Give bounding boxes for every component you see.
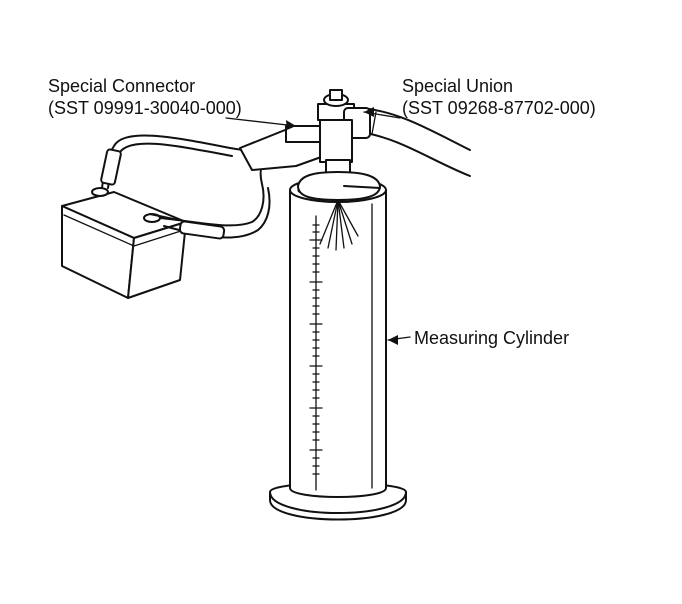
special-union-code: (SST 09268-87702-000)	[402, 98, 596, 118]
measuring-cylinder-label: Measuring Cylinder	[414, 328, 569, 348]
fuel-hose	[359, 107, 471, 177]
special-connector-title: Special Connector	[48, 76, 195, 96]
special-connector-code: (SST 09991-30040-000)	[48, 98, 242, 118]
battery-icon	[61, 187, 187, 299]
leader-lines	[225, 107, 411, 345]
injector-icon	[239, 89, 371, 189]
test-leads	[100, 134, 301, 240]
special-connector	[285, 125, 321, 143]
measuring-cylinder-icon	[269, 171, 407, 521]
battery-terminal-positive	[91, 187, 109, 197]
special-union-title: Special Union	[402, 76, 513, 96]
